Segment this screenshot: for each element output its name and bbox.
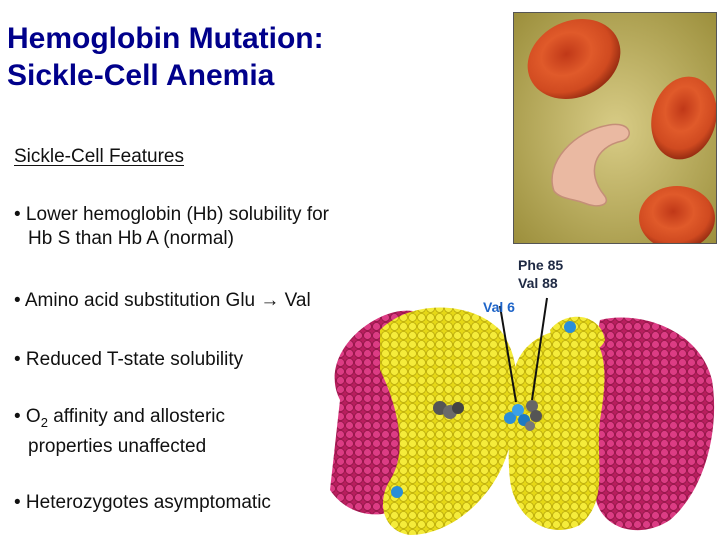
red-blood-cell [527, 19, 621, 99]
val6-label: Val 6 [483, 299, 515, 315]
phe-val-pocket [504, 400, 542, 431]
alpha-subunit-right [590, 317, 715, 531]
beta-subunit-right [508, 329, 605, 530]
bullet-solubility-line2: Hb S than Hb A (normal) [28, 228, 234, 249]
red-blood-cell [639, 186, 715, 243]
val6-pointer [499, 305, 517, 403]
hemoglobin-model-image: Phe 85 Val 88 Val 6 [330, 257, 715, 535]
bullet-tstate-text: • Reduced T-state solubility [14, 349, 244, 370]
bullet-heterozygotes-text: • Heterozygotes asymptomatic [14, 492, 271, 513]
title-line-2: Sickle-Cell Anemia [7, 59, 275, 92]
sickle-cell [551, 123, 630, 207]
bullet-o2-line2: properties unaffected [28, 435, 207, 457]
rbc-micrograph-image [514, 13, 716, 243]
bullet-substitution-text: • Amino acid substitution Glu → Val [14, 290, 311, 311]
section-subheading: Sickle-Cell Features [14, 146, 184, 167]
bullet-solubility-line1: • Lower hemoglobin (Hb) solubility for [14, 204, 330, 225]
bullet-o2-pre: • O [14, 406, 41, 427]
val88-label: Val 88 [518, 275, 558, 291]
phe-val88-pointer [531, 297, 548, 401]
val6-residue-left [433, 401, 464, 419]
blue-residue [564, 321, 576, 333]
hemoglobin-model: Phe 85 Val 88 Val 6 [300, 250, 720, 540]
bullet-o2-post: affinity and allosteric [47, 406, 226, 427]
bullet-o2-affinity: • O2 affinity and allosteric properties … [14, 405, 225, 459]
red-blood-cell [651, 76, 716, 160]
bullet-solubility: • Lower hemoglobin (Hb) solubility for H… [14, 203, 329, 251]
blue-residue [391, 486, 403, 498]
bullet-o2-sub: 2 [40, 414, 48, 430]
bullet-heterozygotes: • Heterozygotes asymptomatic [14, 491, 271, 515]
bullet-tstate: • Reduced T-state solubility [14, 348, 243, 372]
beta-subunit-left [380, 307, 518, 535]
phe85-label: Phe 85 [518, 257, 563, 273]
title-line-1: Hemoglobin Mutation: [7, 22, 324, 55]
bullet-substitution: • Amino acid substitution Glu → Val [14, 289, 311, 313]
rbc-micrograph [513, 12, 717, 244]
beta-subunit-right-top [550, 316, 605, 356]
slide-title: Hemoglobin Mutation: Sickle-Cell Anemia [7, 20, 324, 94]
